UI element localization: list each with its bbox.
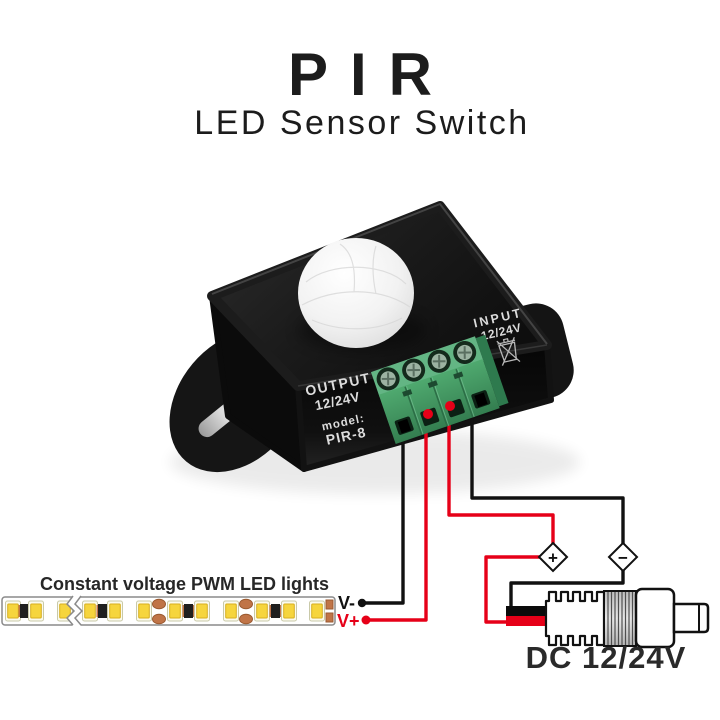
page-subtitle: LED Sensor Switch [194,104,529,142]
plus-sign: + [548,549,558,568]
terminal-block [370,334,509,444]
strip-break-mark [65,595,84,626]
plug-ribbed-grip [603,590,637,647]
wire-output-positive [366,420,428,622]
plus-node: + [537,541,569,573]
terminal-screws [376,341,477,391]
terminal-block-side [475,334,509,407]
red-wire-tip-1 [423,409,433,419]
plug-body [634,587,676,649]
dc-voltage-label: DC 12/24V [526,640,687,675]
dome-facet-lines [301,243,411,330]
dc-barrel-plug [506,587,710,649]
minus-sign: − [618,549,628,568]
red-wire-tip-2 [445,401,455,411]
v-minus-dot [357,598,367,608]
end-pad [325,612,334,623]
v-minus-label: V- [338,593,355,613]
plug-rib-lines [607,592,634,645]
page-title: PIR [288,41,454,108]
v-plus-label: V+ [337,611,360,631]
wire-input-positive [447,412,555,545]
wiring-harness [362,404,625,624]
weee-icon [496,336,521,366]
plug-red-lead [506,616,548,626]
end-pad [325,599,334,610]
pir-dome-lens [298,238,414,348]
pir-sensor-device: OUTPUT 12/24V model: PIR-8 INPUT 12/24V [169,201,580,494]
minus-node: − [607,541,639,573]
plug-black-lead [506,606,548,616]
wire-input-negative [470,404,625,545]
terminal-slots [402,371,464,397]
wire-plug-positive [484,555,540,624]
plug-tip [672,602,710,634]
led-strip-caption: Constant voltage PWM LED lights [40,574,329,594]
wire-output-negative [362,424,405,605]
model-label: model: PIR-8 [321,413,368,448]
v-plus-dot [361,615,371,625]
wire-plug-negative [509,570,625,610]
plug-strain-relief [544,590,606,647]
led-strip [1,595,336,626]
edge-highlight [211,203,548,345]
